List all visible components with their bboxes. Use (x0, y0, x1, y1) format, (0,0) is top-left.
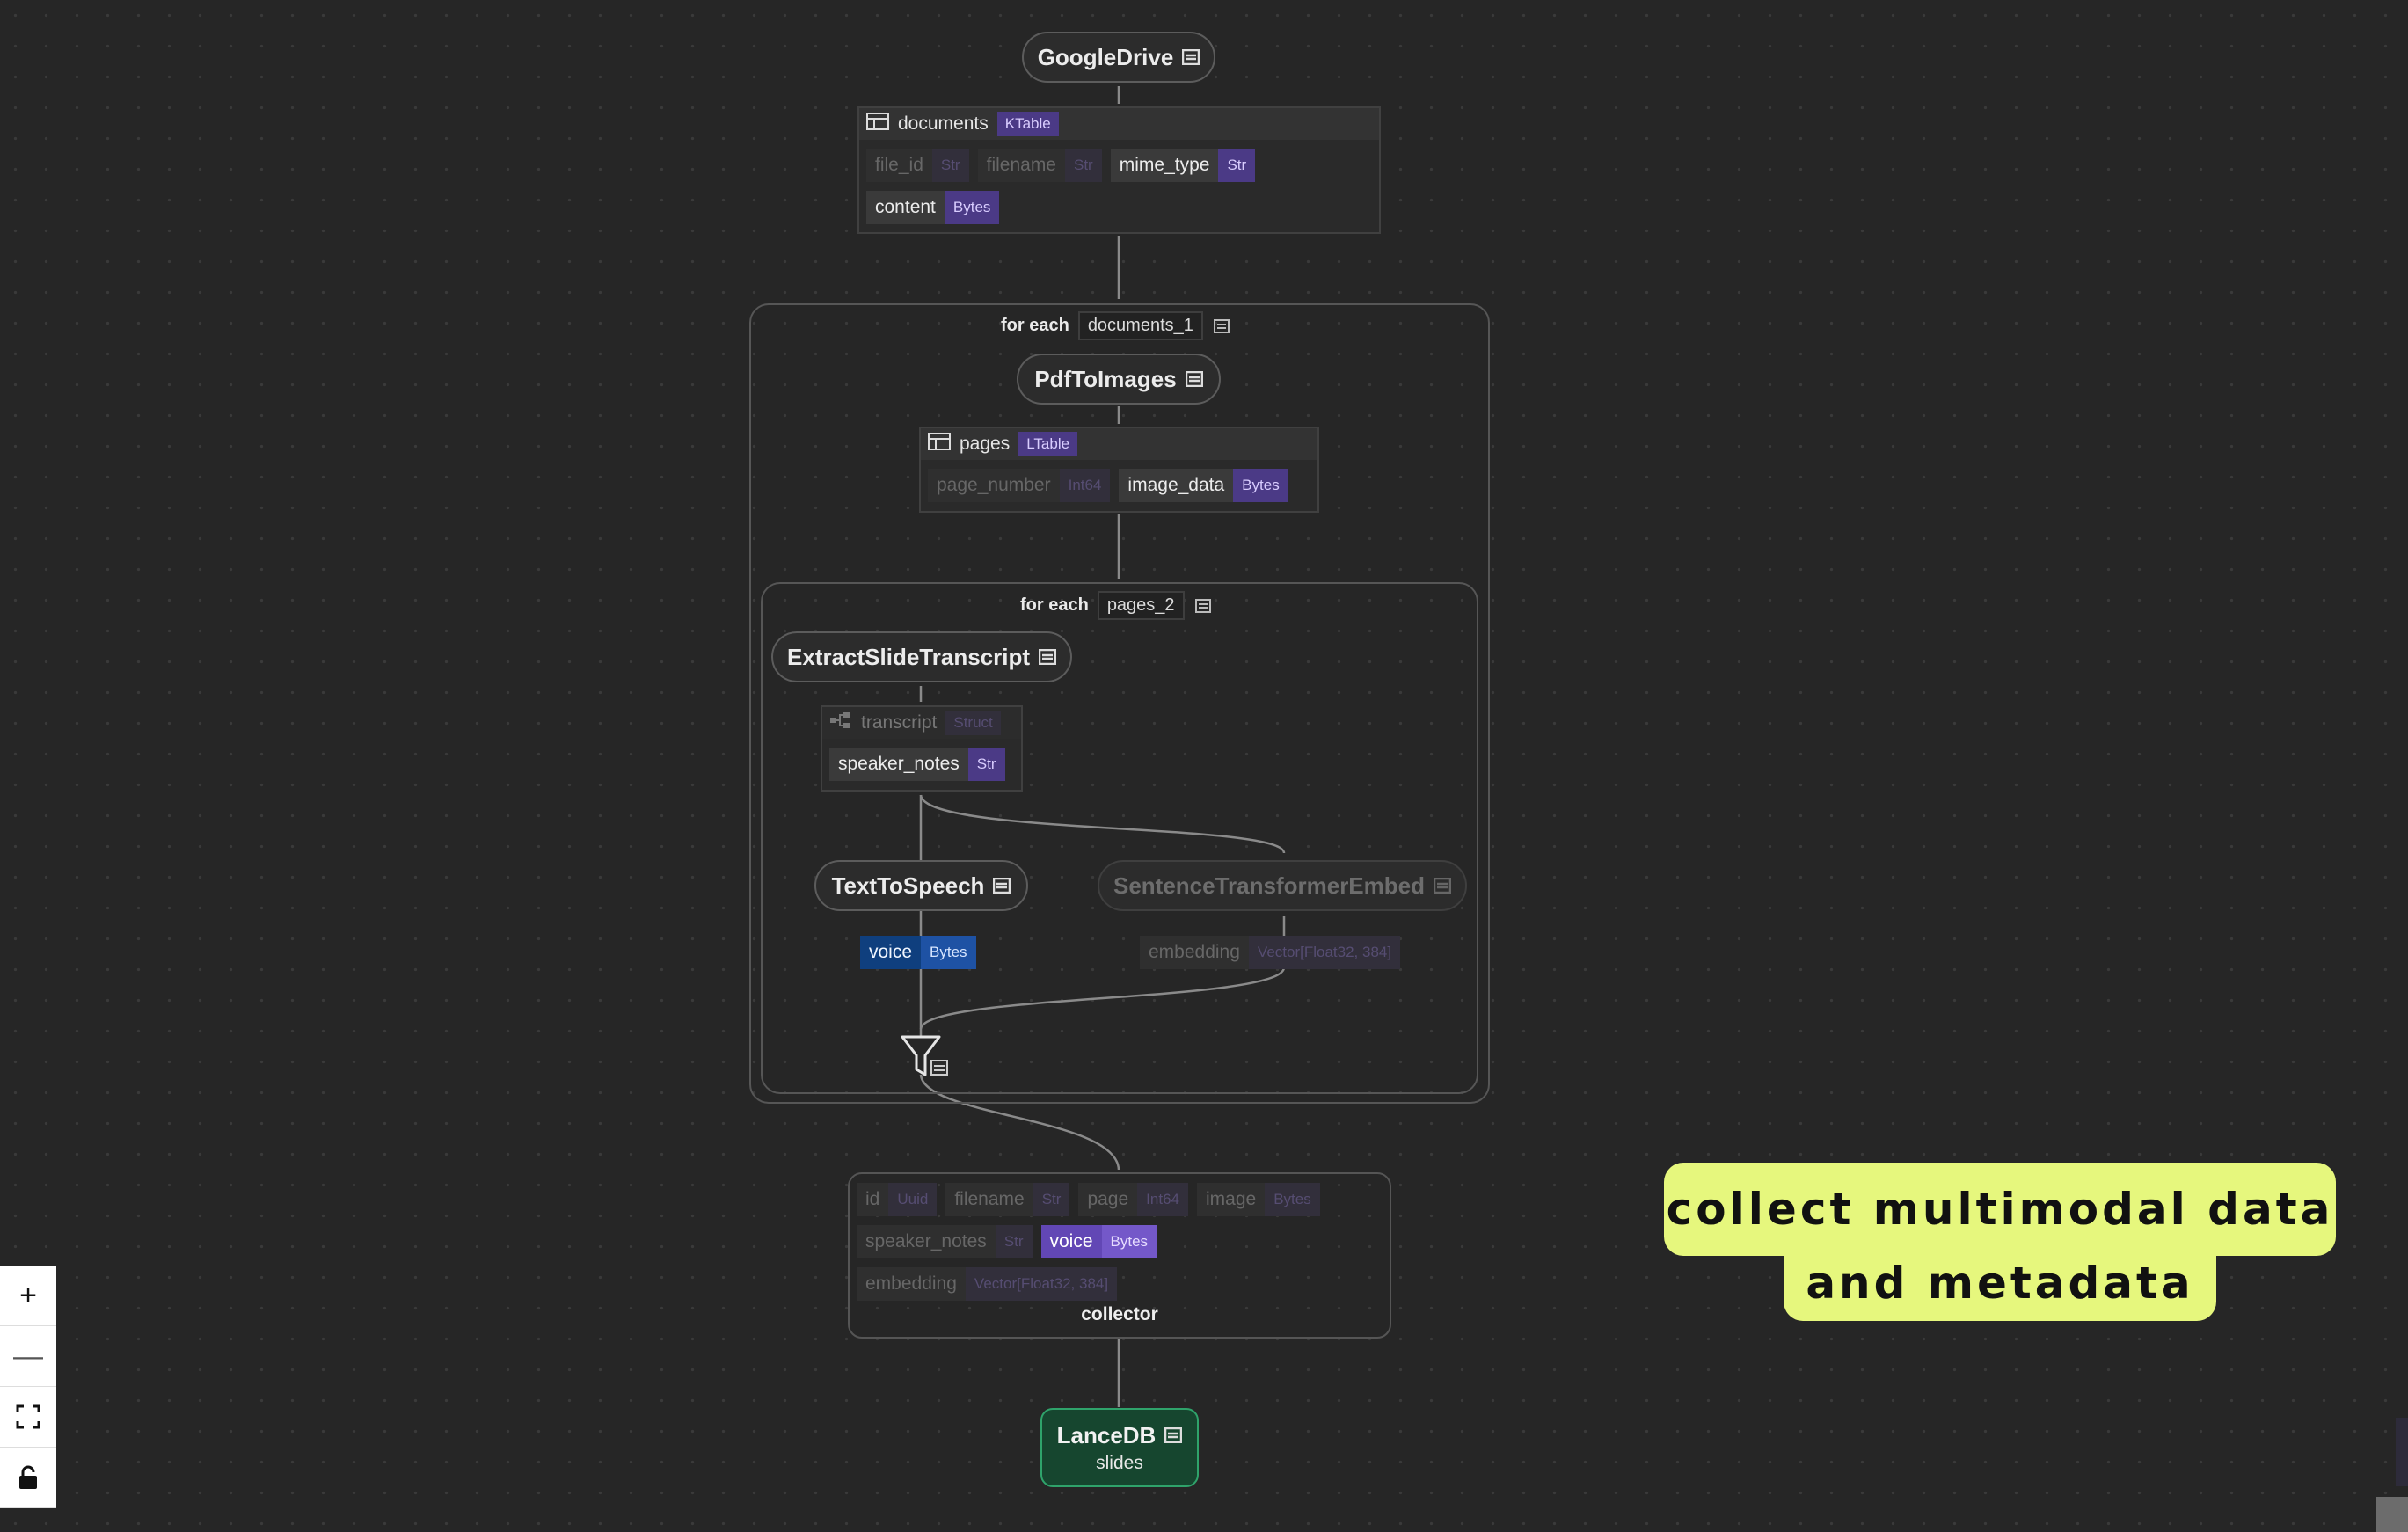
doc-icon[interactable] (1185, 371, 1203, 387)
edge-embedding-filter (919, 967, 1286, 1030)
struct-icon (829, 711, 852, 735)
node-sublabel: slides (1096, 1452, 1143, 1473)
outer-loop-group (749, 303, 1490, 1104)
callout-line-2: and metadata (1784, 1245, 2216, 1321)
text-to-speech-node[interactable]: TextToSpeech (814, 860, 1028, 911)
zoom-in-button[interactable]: + (0, 1266, 56, 1326)
doc-icon[interactable] (1193, 596, 1213, 616)
doc-icon[interactable] (1434, 878, 1451, 894)
scrollbar-corner (2376, 1497, 2408, 1532)
table-header: pages LTable (921, 428, 1317, 460)
table-type-badge: KTable (996, 112, 1059, 136)
funnel-icon[interactable] (900, 1034, 949, 1080)
table-name: pages (960, 434, 1011, 454)
collector-label: collector (1081, 1304, 1158, 1324)
minimap-edge (2396, 1418, 2408, 1486)
struct-name: transcript (861, 712, 938, 733)
lock-icon (19, 1465, 37, 1489)
table-header: documents KTable (859, 108, 1379, 140)
table-name: documents (898, 113, 989, 134)
node-label: LanceDB (1056, 1421, 1157, 1448)
loop-target[interactable]: pages_2 (1097, 591, 1185, 620)
pdf-to-images-node[interactable]: PdfToImages (1017, 354, 1221, 405)
outer-loop-header: for each documents_1 (1001, 311, 1231, 340)
edge-transcript-embed (919, 794, 1286, 854)
doc-icon[interactable] (1039, 649, 1056, 665)
inner-loop-group (761, 582, 1478, 1094)
google-drive-node[interactable]: GoogleDrive (1022, 32, 1215, 83)
doc-icon[interactable] (1164, 1427, 1183, 1443)
extract-slide-transcript-node[interactable]: ExtractSlideTranscript (771, 631, 1072, 682)
doc-icon[interactable] (1212, 317, 1231, 336)
tts-output-voice[interactable]: voice Bytes (860, 936, 976, 969)
node-label: ExtractSlideTranscript (787, 643, 1030, 670)
loop-target[interactable]: documents_1 (1077, 311, 1203, 340)
node-label: PdfToImages (1034, 365, 1177, 392)
node-label: SentenceTransformerEmbed (1113, 872, 1425, 899)
doc-icon[interactable] (993, 878, 1011, 894)
embed-output-embedding[interactable]: embedding Vector[Float32, 384] (1140, 936, 1401, 969)
struct-type-badge: Struct (945, 711, 1001, 735)
table-type-badge: LTable (1018, 432, 1078, 456)
table-icon (866, 113, 889, 135)
sentence-transformer-embed-node[interactable]: SentenceTransformerEmbed (1098, 860, 1467, 911)
node-label: TextToSpeech (831, 872, 985, 899)
struct-header: transcript Struct (822, 707, 1021, 739)
lancedb-node[interactable]: LanceDB slides (1040, 1408, 1199, 1487)
node-label: GoogleDrive (1037, 43, 1174, 70)
zoom-out-button[interactable]: — (0, 1326, 56, 1387)
loop-keyword: for each (1001, 316, 1069, 335)
callout-line-1: collect multimodal data (1664, 1163, 2336, 1256)
fit-view-icon (16, 1404, 40, 1429)
doc-icon[interactable] (1182, 49, 1200, 65)
loop-keyword: for each (1020, 595, 1089, 615)
edge-filter-collector (919, 1074, 1120, 1171)
fit-view-button[interactable] (0, 1387, 56, 1448)
lock-button[interactable] (0, 1448, 56, 1508)
inner-loop-header: for each pages_2 (1020, 591, 1213, 620)
table-icon (928, 433, 951, 456)
